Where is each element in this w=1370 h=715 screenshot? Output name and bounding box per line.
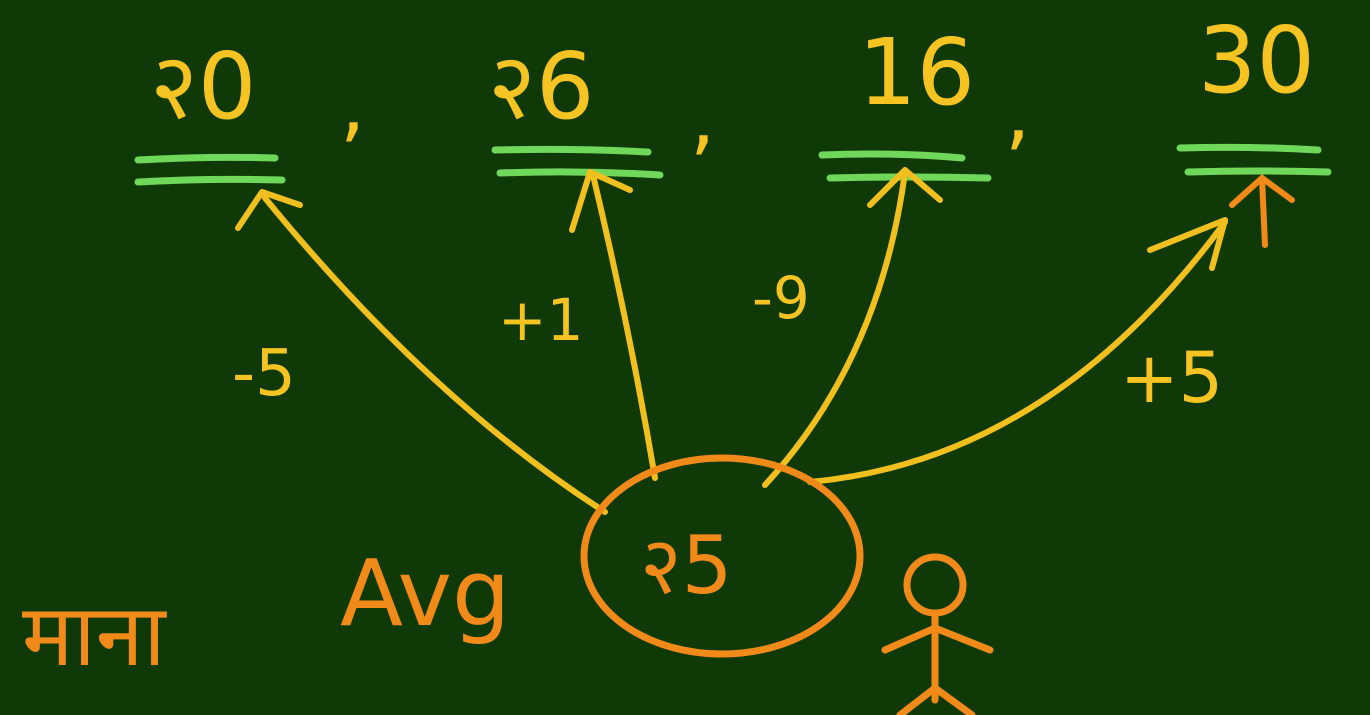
arrow-to-number-1	[262, 195, 608, 515]
assumed-prefix: माना	[22, 586, 167, 686]
arrowhead-1	[235, 189, 303, 231]
underline-3a	[818, 150, 966, 162]
number-3: 16	[858, 19, 975, 126]
underline-4b	[1184, 167, 1332, 176]
number-2: २6	[488, 33, 594, 140]
stick-figure-icon	[881, 553, 994, 715]
deviation-1: -5	[232, 337, 296, 411]
assumed-label: Avg	[340, 540, 510, 647]
arrowhead-4	[1147, 217, 1228, 271]
underline-1a	[134, 153, 279, 164]
underline-2a	[491, 145, 652, 156]
separator-3: ,	[1005, 66, 1030, 159]
number-1: २0	[150, 33, 256, 140]
deviation-3: -9	[752, 264, 810, 332]
deviation-4: +5	[1120, 337, 1223, 419]
arrow-to-number-2	[590, 172, 658, 481]
arrow-to-number-4	[807, 219, 1228, 485]
underline-4a	[1176, 143, 1322, 154]
underline-2b	[496, 168, 664, 179]
arrowhead-2	[569, 169, 633, 233]
orange-up-arrow	[1229, 174, 1295, 248]
underlines	[134, 143, 1332, 186]
separator-2: ,	[690, 71, 715, 164]
assumed-value-circle	[580, 454, 864, 658]
number-4: 30	[1198, 7, 1315, 114]
deviation-2: +1	[498, 286, 584, 354]
arrowhead-3	[867, 167, 943, 208]
separator-1: ,	[340, 58, 365, 151]
arrow-to-number-3	[762, 169, 908, 488]
arrows	[235, 167, 1228, 515]
underline-1b	[134, 175, 286, 186]
assumed-value: २5	[640, 519, 733, 612]
